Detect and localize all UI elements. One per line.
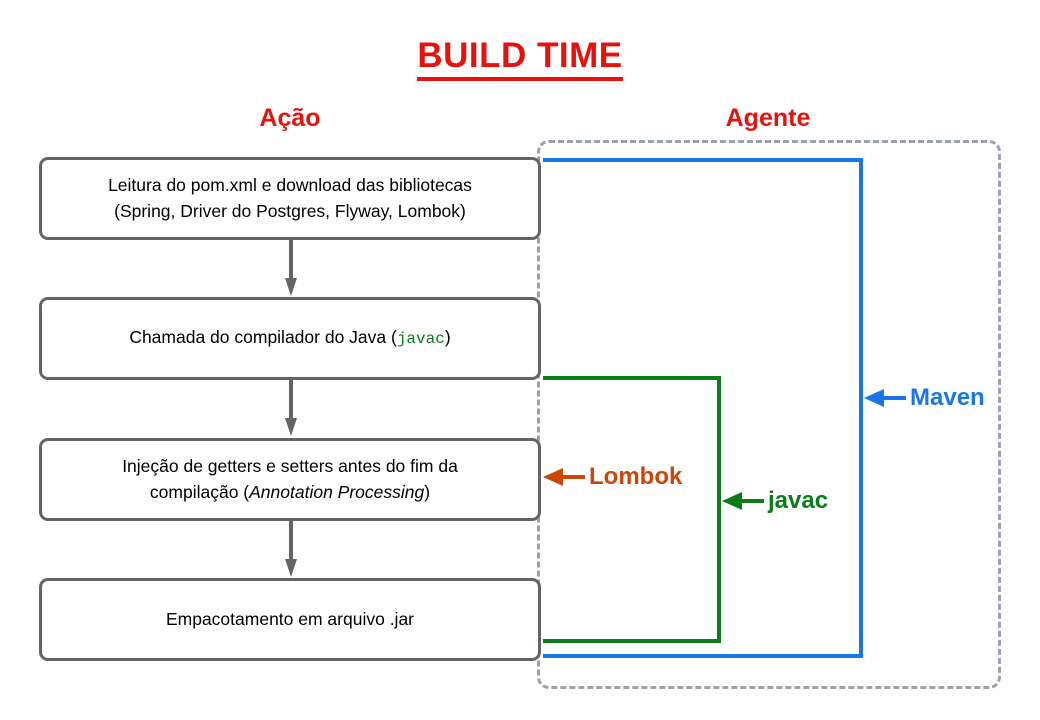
arrow-left-icon [543,468,585,486]
annotation-javac: javac [722,487,828,515]
agent-container [537,140,1001,689]
flow-arrow-down-icon [285,380,297,436]
annotation-javac-label: javac [768,487,829,514]
page-title: BUILD TIME [0,36,1040,81]
flow-step-3-suffix: ) [424,481,431,502]
flow-arrow-down-icon [285,521,297,577]
flow-step-1-line1: Leitura do pom.xml e download das biblio… [108,175,472,196]
flow-step-2-prefix: Chamada do compilador do Java ( [129,327,397,348]
page-title-text: BUILD TIME [417,36,623,81]
arrow-left-icon [722,492,764,510]
flow-step-4-line1: Empacotamento em arquivo .jar [165,608,415,629]
flow-step-3[interactable]: Injeção de getters e setters antes do fi… [39,438,541,521]
flow-step-2[interactable]: Chamada do compilador do Java (javac) [39,297,541,380]
flow-step-3-italic: Annotation Processing [249,481,425,502]
flow-step-1[interactable]: Leitura do pom.xml e download das biblio… [39,157,541,240]
flow-arrow-down-icon [285,240,297,296]
arrow-left-icon [864,389,906,407]
flow-step-2-code: javac [396,330,445,349]
bracket-maven [543,158,863,658]
flow-step-3-line1: Injeção de getters e setters antes do fi… [122,456,458,477]
annotation-maven: Maven [864,384,985,412]
column-header-agente: Agente [725,104,811,132]
flow-step-4[interactable]: Empacotamento em arquivo .jar [39,578,541,661]
annotation-lombok-label: Lombok [589,463,683,490]
flow-step-2-line1: Chamada do compilador do Java (javac) [52,325,528,351]
flow-step-2-suffix: ) [444,327,451,348]
annotation-lombok: Lombok [543,463,682,491]
annotation-maven-label: Maven [910,384,985,411]
flow-step-3-prefix: compilação ( [149,481,250,502]
column-header-acao: Ação [259,104,321,132]
flow-step-3-line2: compilação (Annotation Processing) [52,480,528,505]
bracket-javac [543,376,721,643]
flow-step-1-line2: (Spring, Driver do Postgres, Flyway, Lom… [114,200,466,221]
